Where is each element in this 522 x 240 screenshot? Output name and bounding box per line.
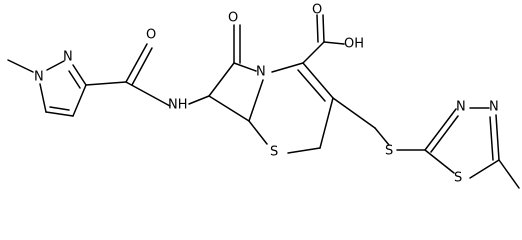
atom-label-acid-o: O bbox=[312, 3, 322, 18]
bond-n1-n2 bbox=[46, 60, 65, 71]
atom-label-amide-nh: NH bbox=[168, 98, 188, 113]
bond-c5-n1 bbox=[39, 83, 47, 113]
bond-cooh-o-double bbox=[316, 14, 319, 43]
bond-s-c2 bbox=[424, 149, 455, 174]
atom-label-lactam-o: O bbox=[228, 11, 238, 26]
atom-label-lactam-n: N bbox=[256, 65, 266, 80]
bond-c2-n3-double bbox=[430, 115, 459, 153]
bond-n5-c4 bbox=[271, 62, 304, 73]
bond-c4-c5 bbox=[45, 111, 74, 117]
bond-n4-c5-double bbox=[489, 116, 494, 161]
bond-c4-c5-double bbox=[49, 106, 70, 111]
atom-label-thiadiazole-n1: N bbox=[456, 100, 466, 115]
bond-c6-c7 bbox=[208, 95, 250, 122]
bond-n5-c6 bbox=[248, 79, 264, 122]
chemical-structure: N N O NH O N OH O S S S N N bbox=[7, 3, 520, 189]
atom-label-methyl-n: N bbox=[34, 70, 44, 85]
bond-c7-c8 bbox=[208, 62, 235, 97]
bond-nh-c7 bbox=[188, 95, 210, 105]
atom-labels: N N O NH O N OH O S S S N N bbox=[34, 3, 499, 186]
bond-c5-methyl bbox=[498, 159, 520, 189]
bond-cooh-o bbox=[322, 14, 325, 43]
bond-carbonyl-o-double bbox=[131, 47, 153, 86]
bond-cooh-oh bbox=[323, 41, 345, 45]
atom-label-thiadiazole-n2: N bbox=[489, 100, 499, 115]
bond-c4-c3 bbox=[302, 62, 334, 99]
bond-c3-c4 bbox=[72, 84, 87, 117]
bonds bbox=[7, 14, 520, 189]
bond-c3-ch2 bbox=[332, 97, 376, 129]
bond-carbonyl-nh bbox=[125, 81, 171, 107]
bond-n2-c3-double bbox=[68, 70, 81, 89]
bond-n4-c5 bbox=[495, 114, 500, 161]
atom-label-carbonyl-o: O bbox=[146, 28, 156, 43]
atom-label-ring-s: S bbox=[270, 145, 278, 160]
bond-s1-c6 bbox=[248, 120, 268, 145]
atom-label-thiadiazole-s: S bbox=[454, 171, 462, 186]
bond-c4-cooh bbox=[302, 41, 325, 64]
bond-carbonyl-o bbox=[125, 43, 148, 83]
bond-c8-n5 bbox=[233, 62, 257, 72]
bond-c2-s1 bbox=[287, 147, 321, 154]
bond-c4-c3-double bbox=[297, 69, 326, 102]
bond-methyl-n1 bbox=[7, 59, 34, 73]
atom-label-thioether-s: S bbox=[385, 144, 393, 159]
bond-c3-c2 bbox=[319, 97, 334, 149]
atom-label-acid-oh: OH bbox=[344, 37, 364, 52]
bond-c2-n3 bbox=[424, 108, 457, 151]
bond-c3-carbonyl bbox=[85, 81, 127, 86]
bond-c5-s bbox=[469, 159, 500, 179]
bond-n2-c3 bbox=[72, 64, 87, 86]
atom-label-pyrazole-n: N bbox=[63, 50, 73, 65]
bond-ch2-s bbox=[374, 127, 390, 146]
